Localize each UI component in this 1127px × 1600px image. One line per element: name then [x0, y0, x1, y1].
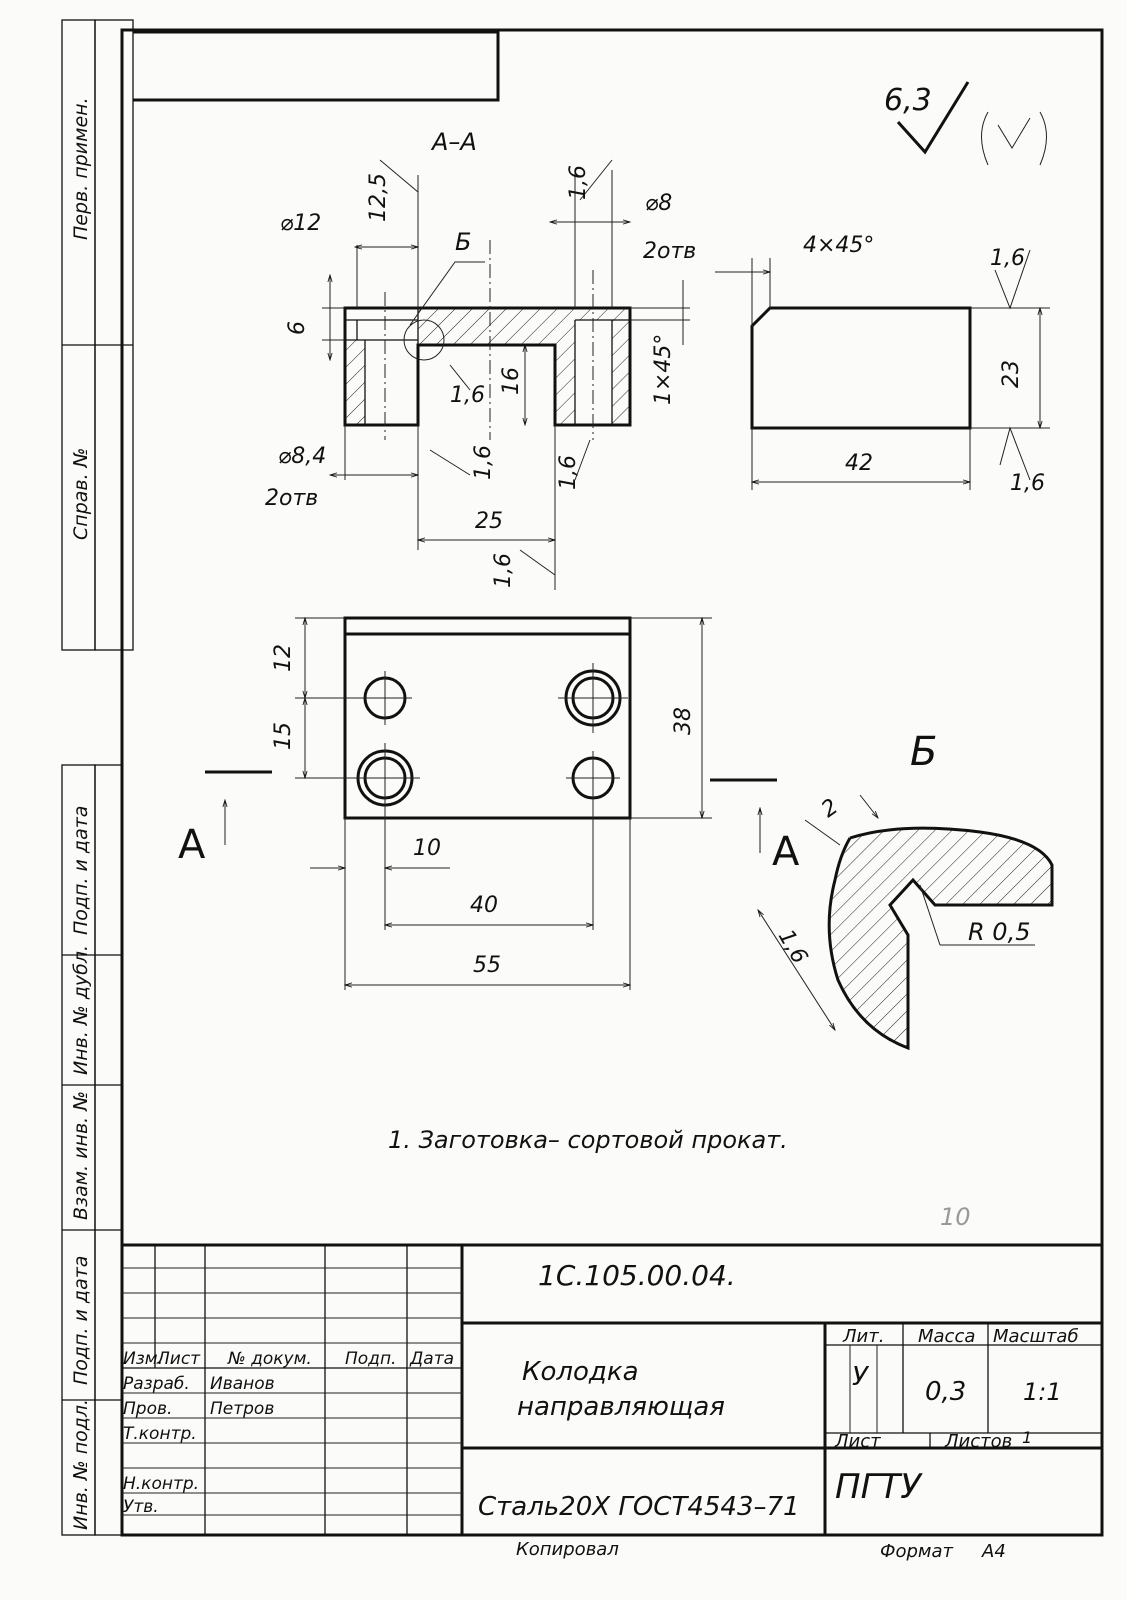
dim-roughness-detail: 1,6 — [773, 926, 812, 969]
footer-kopiroval: Копировал — [516, 1539, 619, 1560]
dim-roughness-1: 1,6 — [566, 165, 591, 200]
dim-12: 12 — [271, 644, 296, 672]
row-razrab: Разраб. — [123, 1374, 190, 1394]
section-title: А–А — [430, 128, 477, 156]
dim-chamfer: 1×45° — [651, 334, 676, 405]
plan-view: 12 15 38 10 40 55 А А — [178, 616, 800, 990]
footer-format-label: Формат — [880, 1541, 954, 1562]
row-tkontr: Т.контр. — [123, 1424, 197, 1444]
stamp-inv-dubl: Инв. № дубл. — [70, 945, 92, 1075]
row-prov: Пров. — [123, 1399, 172, 1419]
stamp-sprav-no: Справ. № — [70, 448, 92, 540]
dim-holes-b: 2отв — [265, 486, 318, 511]
technical-note: 1. Заготовка– сортовой прокат. — [388, 1126, 788, 1154]
stamp-perv-primen: Перв. примен. — [70, 97, 92, 240]
row-utv: Утв. — [123, 1497, 159, 1517]
dim-10: 10 — [413, 836, 441, 861]
prov-name: Петров — [210, 1399, 274, 1419]
title-block: Изм. Лист № докум. Подп. Дата Разраб. Ив… — [120, 1243, 1104, 1537]
masshtab-value: 1:1 — [1023, 1378, 1062, 1406]
dim-roughness-bot: 1,6 — [1010, 471, 1045, 496]
dim-38: 38 — [671, 707, 696, 735]
listov-value: 1 — [1022, 1428, 1032, 1447]
dim-12-5: 12,5 — [366, 173, 391, 222]
dim-roughness-2: 1,6 — [450, 383, 485, 408]
dim-42: 42 — [845, 451, 873, 476]
dim-15: 15 — [271, 722, 296, 750]
listov-label: Листов — [944, 1431, 1012, 1452]
organization: ПГТУ — [835, 1467, 923, 1507]
stamp-inv-podl: Инв. № подл. — [70, 1399, 92, 1530]
callout-b: Б — [455, 228, 471, 256]
lit-label: Лит. — [842, 1326, 884, 1347]
dim-d8-4: ⌀8,4 — [278, 444, 326, 469]
dim-holes-a: 2отв — [643, 239, 696, 264]
cut-label-right: А — [772, 829, 800, 875]
dim-23: 23 — [999, 360, 1024, 388]
detail-label: Б — [910, 729, 937, 775]
col-izm: Изм. — [123, 1349, 163, 1369]
dim-40: 40 — [470, 893, 498, 918]
grade-mark: 10 — [940, 1203, 971, 1231]
col-doc: № докум. — [227, 1349, 312, 1369]
part-name-line1: Колодка — [522, 1357, 639, 1387]
dim-d12: ⌀12 — [280, 211, 321, 236]
stamp-vzam-inv: Взам. инв. № — [70, 1091, 92, 1220]
col-list: Лист — [156, 1349, 201, 1369]
material: Сталь20Х ГОСТ4543–71 — [478, 1492, 800, 1522]
section-a-a: А–А — [265, 128, 696, 590]
lit-value: У — [852, 1362, 870, 1392]
designation: 1С.105.00.04. — [538, 1259, 736, 1292]
list-label: Лист — [834, 1431, 881, 1452]
dim-roughness-top: 1,6 — [990, 246, 1025, 271]
massa-value: 0,3 — [925, 1377, 966, 1407]
stamp-podp-data-1: Подп. и дата — [70, 806, 92, 935]
side-stamps: Перв. примен. Справ. № Подп. и дата Инв.… — [70, 97, 92, 1530]
dim-d8: ⌀8 — [645, 191, 672, 216]
dim-25: 25 — [475, 509, 503, 534]
dim-55: 55 — [473, 953, 501, 978]
dim-2: 2 — [817, 794, 843, 823]
massa-label: Масса — [918, 1326, 975, 1347]
masshtab-label: Масштаб — [993, 1326, 1079, 1347]
dim-roughness-5: 1,6 — [491, 553, 516, 588]
dim-16: 16 — [499, 367, 524, 395]
col-podp: Подп. — [345, 1349, 396, 1369]
row-nkontr: Н.контр. — [123, 1474, 199, 1494]
dim-roughness-3: 1,6 — [471, 445, 496, 480]
col-data: Дата — [409, 1349, 454, 1369]
dim-roughness-4: 1,6 — [556, 455, 581, 490]
stamp-podp-data-2: Подп. и дата — [70, 1256, 92, 1385]
side-view: 4×45° 1,6 23 42 1,6 — [715, 233, 1050, 496]
dim-chamfer-4x45: 4×45° — [803, 233, 874, 258]
dim-radius: R 0,5 — [968, 918, 1030, 946]
roughness-value: 6,3 — [884, 83, 932, 118]
razrab-name: Иванов — [210, 1374, 275, 1394]
roughness-symbol: 6,3 — [884, 81, 1047, 166]
detail-b: Б 2 1,6 R 0,5 — [758, 729, 1054, 1051]
footer-format-value: А4 — [981, 1541, 1006, 1562]
cut-label-left: А — [178, 822, 206, 868]
part-name-line2: направляющая — [517, 1392, 725, 1422]
dim-6: 6 — [285, 321, 310, 335]
